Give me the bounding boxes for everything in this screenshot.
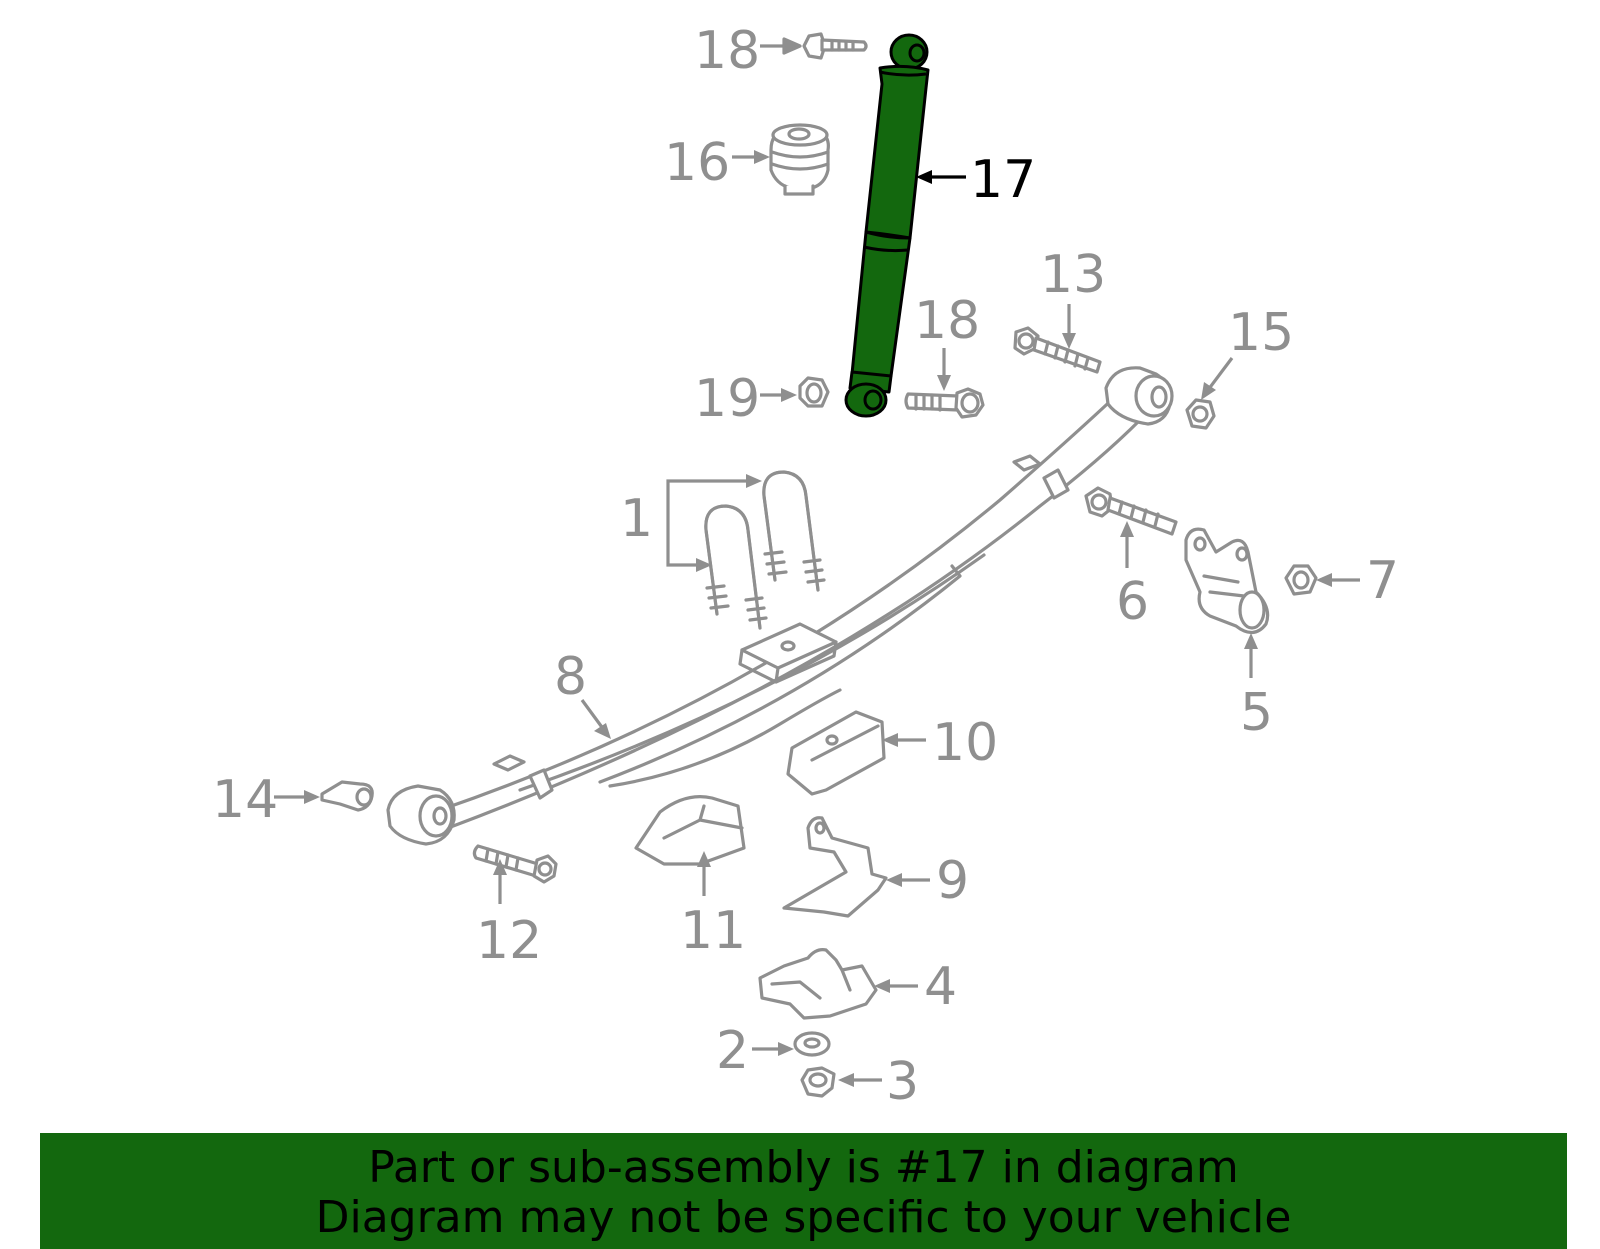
plate-part-4[interactable] [758, 948, 878, 1020]
nut-part-3[interactable] [800, 1066, 836, 1098]
callout-3: 3 [886, 1052, 919, 1112]
callout-1: 1 [620, 489, 653, 549]
bolt-part-18-upper[interactable] [802, 32, 868, 60]
callout-11: 11 [680, 901, 746, 961]
callout-15: 15 [1228, 303, 1294, 363]
callout-17: 17 [970, 150, 1036, 210]
bracket-part-9[interactable] [782, 816, 888, 918]
callout-5: 5 [1240, 683, 1273, 743]
callout-6: 6 [1116, 572, 1149, 632]
callout-10: 10 [932, 713, 998, 773]
info-banner: Part or sub-assembly is #17 in diagram D… [40, 1133, 1567, 1249]
banner-line-part-number: Part or sub-assembly is #17 in diagram [368, 1142, 1239, 1193]
callout-19: 19 [694, 369, 760, 429]
bolt-part-13[interactable] [1013, 326, 1102, 374]
bolt-part-6[interactable] [1084, 486, 1178, 536]
callout-14: 14 [212, 770, 278, 830]
callout-18-upper: 18 [694, 21, 760, 81]
shock-absorber-part-17[interactable] [844, 33, 930, 418]
u-bolts-part-1[interactable] [704, 470, 826, 630]
banner-line-disclaimer: Diagram may not be specific to your vehi… [315, 1192, 1292, 1243]
callout-2: 2 [716, 1021, 749, 1081]
callout-7: 7 [1366, 551, 1399, 611]
washer-part-2[interactable] [793, 1031, 831, 1057]
callout-9: 9 [936, 851, 969, 911]
leader-lines [274, 37, 1360, 1087]
callout-12: 12 [476, 911, 542, 971]
nut-part-7[interactable] [1284, 564, 1318, 596]
callout-16: 16 [664, 133, 730, 193]
leaf-spring-part-8[interactable] [386, 366, 1174, 846]
callout-8: 8 [554, 647, 587, 707]
nut-part-19[interactable] [798, 376, 830, 408]
shackle-part-5[interactable] [1184, 527, 1270, 635]
bolt-part-18-lower[interactable] [904, 387, 985, 419]
spring-block-part-11[interactable] [634, 795, 746, 866]
bump-stop-part-16[interactable] [769, 123, 830, 196]
bolt-part-12[interactable] [472, 844, 558, 884]
nut-part-15[interactable] [1185, 398, 1216, 430]
spacer-part-10[interactable] [786, 710, 886, 796]
callout-18-lower: 18 [914, 291, 980, 351]
bracket-part-14[interactable] [320, 780, 374, 812]
callout-4: 4 [924, 957, 957, 1017]
callout-13: 13 [1040, 245, 1106, 305]
callout-labels: 18 16 17 13 18 15 19 1 7 6 8 5 10 14 9 1… [212, 21, 1399, 1112]
